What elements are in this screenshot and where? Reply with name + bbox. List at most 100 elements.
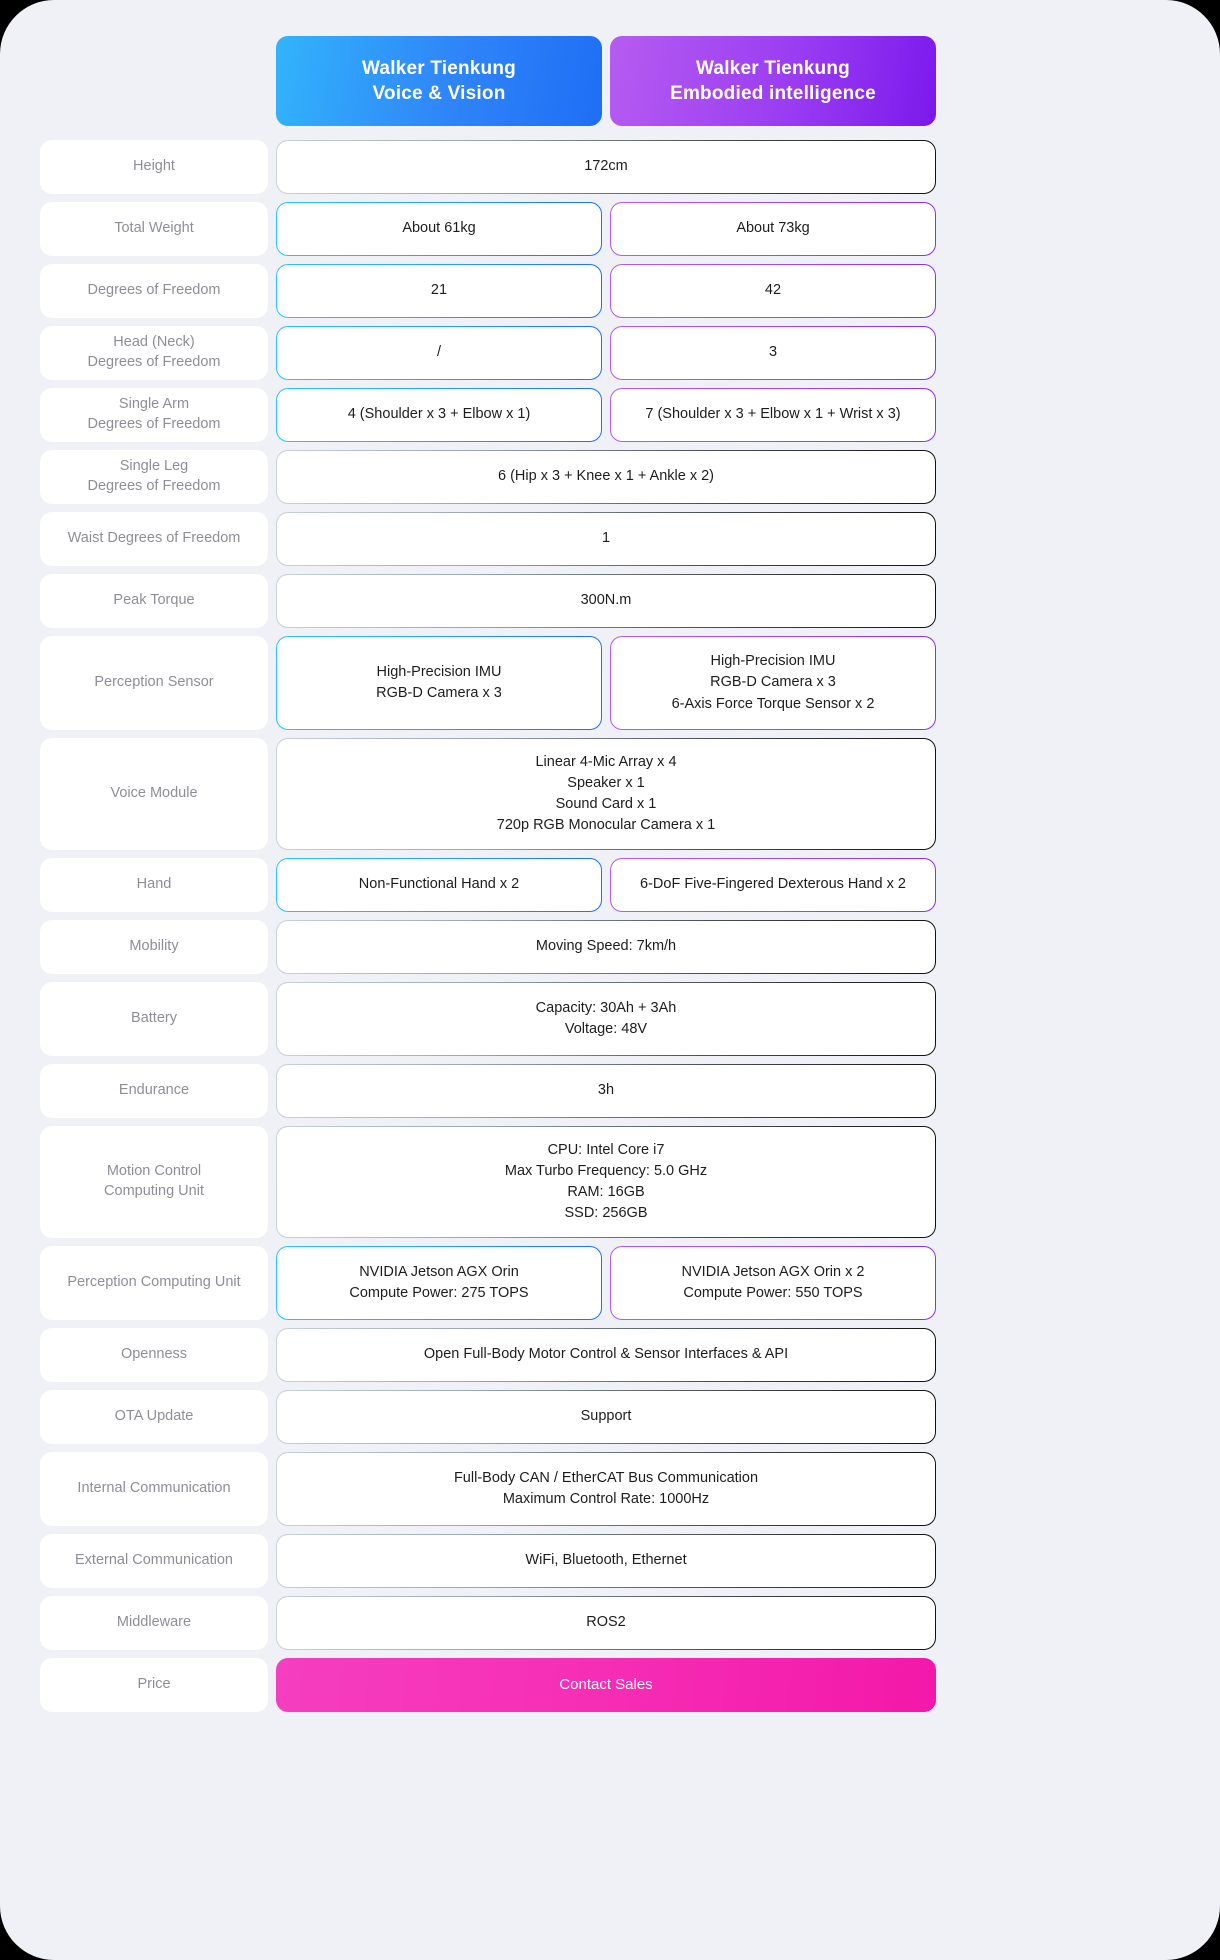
spec-cell-shared: Linear 4-Mic Array x 4 Speaker x 1 Sound… xyxy=(276,738,936,850)
spec-row-cells: Moving Speed: 7km/h xyxy=(276,920,936,974)
header-spacer xyxy=(40,36,268,126)
column-header-title-line2: Voice & Vision xyxy=(372,83,506,104)
spec-cell-embodied-intelligence: NVIDIA Jetson AGX Orin x 2 Compute Power… xyxy=(610,1246,936,1320)
spec-cell-voice-vision: 4 (Shoulder x 3 + Elbow x 1) xyxy=(276,388,602,442)
spec-cell-shared: 172cm xyxy=(276,140,936,194)
spec-row-label: Height xyxy=(40,140,268,194)
spec-row-label: Endurance xyxy=(40,1064,268,1118)
spec-cell-shared: ROS2 xyxy=(276,1596,936,1650)
spec-row-label: Mobility xyxy=(40,920,268,974)
spec-row-label: Middleware xyxy=(40,1596,268,1650)
spec-cell-embodied-intelligence: 6-DoF Five-Fingered Dexterous Hand x 2 xyxy=(610,858,936,912)
spec-cell-shared: 300N.m xyxy=(276,574,936,628)
spec-row-label: OTA Update xyxy=(40,1390,268,1444)
spec-cell-embodied-intelligence: 3 xyxy=(610,326,936,380)
spec-row-cells: 172cm xyxy=(276,140,936,194)
spec-row-label: Peak Torque xyxy=(40,574,268,628)
contact-sales-button[interactable]: Contact Sales xyxy=(276,1658,936,1712)
spec-row-label: Hand xyxy=(40,858,268,912)
spec-row-cells: ROS2 xyxy=(276,1596,936,1650)
column-header-embodied-intelligence[interactable]: Walker Tienkung Embodied intelligence xyxy=(610,36,936,126)
spec-cell-shared: Capacity: 30Ah + 3Ah Voltage: 48V xyxy=(276,982,936,1056)
spec-row-label: Head (Neck) Degrees of Freedom xyxy=(40,326,268,380)
spec-row-label: Waist Degrees of Freedom xyxy=(40,512,268,566)
spec-cell-shared: Moving Speed: 7km/h xyxy=(276,920,936,974)
spec-row-cells: /3 xyxy=(276,326,936,380)
spec-cell-voice-vision: High-Precision IMU RGB-D Camera x 3 xyxy=(276,636,602,730)
spec-row: Head (Neck) Degrees of Freedom/3 xyxy=(40,326,936,380)
spec-row-label: Single Arm Degrees of Freedom xyxy=(40,388,268,442)
spec-cell-shared: 1 xyxy=(276,512,936,566)
spec-cell-embodied-intelligence: About 73kg xyxy=(610,202,936,256)
spec-row-cells: 3h xyxy=(276,1064,936,1118)
spec-cell-shared: WiFi, Bluetooth, Ethernet xyxy=(276,1534,936,1588)
spec-row-label: Openness xyxy=(40,1328,268,1382)
spec-row-cells: 300N.m xyxy=(276,574,936,628)
table-header-row: Walker Tienkung Voice & Vision Walker Ti… xyxy=(40,36,936,126)
spec-row-cells: CPU: Intel Core i7 Max Turbo Frequency: … xyxy=(276,1126,936,1238)
spec-row-cells: 6 (Hip x 3 + Knee x 1 + Ankle x 2) xyxy=(276,450,936,504)
spec-cell-voice-vision: NVIDIA Jetson AGX Orin Compute Power: 27… xyxy=(276,1246,602,1320)
spec-cell-voice-vision: About 61kg xyxy=(276,202,602,256)
spec-row-cells: Capacity: 30Ah + 3Ah Voltage: 48V xyxy=(276,982,936,1056)
column-header-title-line2: Embodied intelligence xyxy=(670,83,876,104)
spec-row-label: Battery xyxy=(40,982,268,1056)
spec-row-label: Internal Communication xyxy=(40,1452,268,1526)
spec-row-label: Price xyxy=(40,1658,268,1712)
spec-cell-shared: CPU: Intel Core i7 Max Turbo Frequency: … xyxy=(276,1126,936,1238)
spec-cell-embodied-intelligence: 42 xyxy=(610,264,936,318)
spec-row-label: Degrees of Freedom xyxy=(40,264,268,318)
spec-row-cells: Open Full-Body Motor Control & Sensor In… xyxy=(276,1328,936,1382)
spec-row-label: Perception Computing Unit xyxy=(40,1246,268,1320)
spec-cell-voice-vision: / xyxy=(276,326,602,380)
spec-cell-voice-vision: 21 xyxy=(276,264,602,318)
spec-cell-embodied-intelligence: High-Precision IMU RGB-D Camera x 3 6-Ax… xyxy=(610,636,936,730)
column-header-title-line1: Walker Tienkung xyxy=(362,57,516,79)
spec-cell-shared: 3h xyxy=(276,1064,936,1118)
spec-row-cells: Contact Sales xyxy=(276,1658,936,1712)
spec-cell-shared: Full-Body CAN / EtherCAT Bus Communicati… xyxy=(276,1452,936,1526)
spec-row-label: Single Leg Degrees of Freedom xyxy=(40,450,268,504)
spec-comparison-table: Walker Tienkung Voice & Vision Walker Ti… xyxy=(40,36,936,1712)
spec-cell-shared: Support xyxy=(276,1390,936,1444)
spec-row-cells: NVIDIA Jetson AGX Orin Compute Power: 27… xyxy=(276,1246,936,1320)
spec-row-label: Voice Module xyxy=(40,738,268,850)
spec-row-cells: Full-Body CAN / EtherCAT Bus Communicati… xyxy=(276,1452,936,1526)
spec-row-cells: Support xyxy=(276,1390,936,1444)
column-header-voice-vision[interactable]: Walker Tienkung Voice & Vision xyxy=(276,36,602,126)
spec-cell-shared: Open Full-Body Motor Control & Sensor In… xyxy=(276,1328,936,1382)
spec-row-cells: 4 (Shoulder x 3 + Elbow x 1)7 (Shoulder … xyxy=(276,388,936,442)
spec-cell-embodied-intelligence: 7 (Shoulder x 3 + Elbow x 1 + Wrist x 3) xyxy=(610,388,936,442)
spec-row-cells: WiFi, Bluetooth, Ethernet xyxy=(276,1534,936,1588)
spec-cell-voice-vision: Non-Functional Hand x 2 xyxy=(276,858,602,912)
spec-row-label: Motion Control Computing Unit xyxy=(40,1126,268,1238)
spec-row-label: Perception Sensor xyxy=(40,636,268,730)
spec-row-cells: 1 xyxy=(276,512,936,566)
spec-row-label: External Communication xyxy=(40,1534,268,1588)
column-header-title-line1: Walker Tienkung xyxy=(696,57,850,79)
